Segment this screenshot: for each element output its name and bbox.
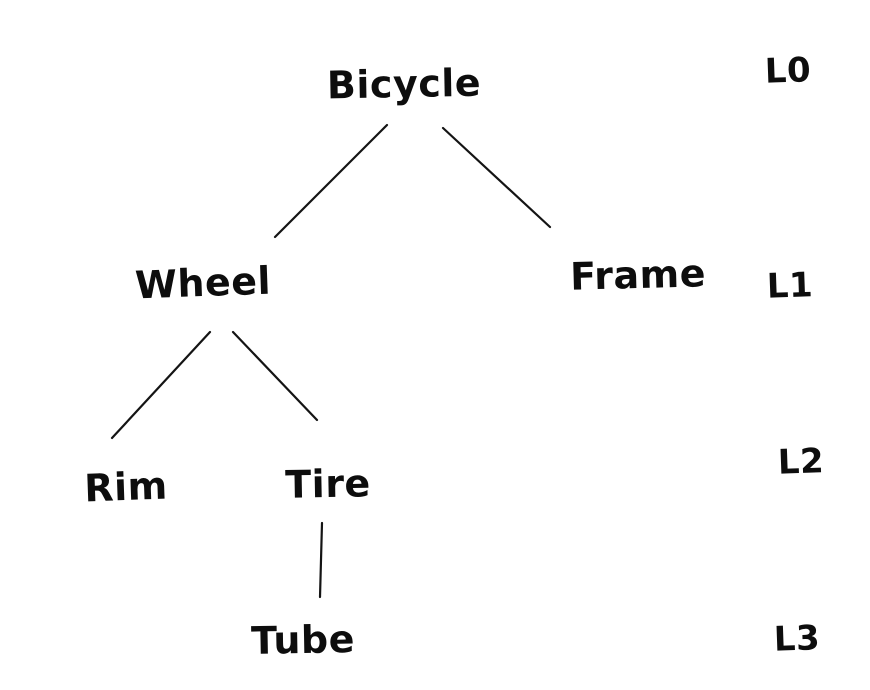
level-label-l0: L0 [764,50,812,92]
node-frame: Frame [569,251,707,299]
node-wheel: Wheel [134,258,272,308]
level-label-l3: L3 [773,618,821,660]
node-bicycle: Bicycle [326,60,482,108]
node-tube: Tube [250,617,356,663]
level-label-l1: L1 [766,265,814,307]
edge-wheel-tire [231,330,319,422]
edge-bicycle-wheel [273,123,389,239]
level-label-l2: L2 [777,441,825,483]
node-tire: Tire [284,461,372,507]
edge-tire-tube [318,521,324,599]
edge-wheel-rim [110,330,212,440]
node-rim: Rim [83,463,169,511]
edge-bicycle-frame [441,126,552,229]
